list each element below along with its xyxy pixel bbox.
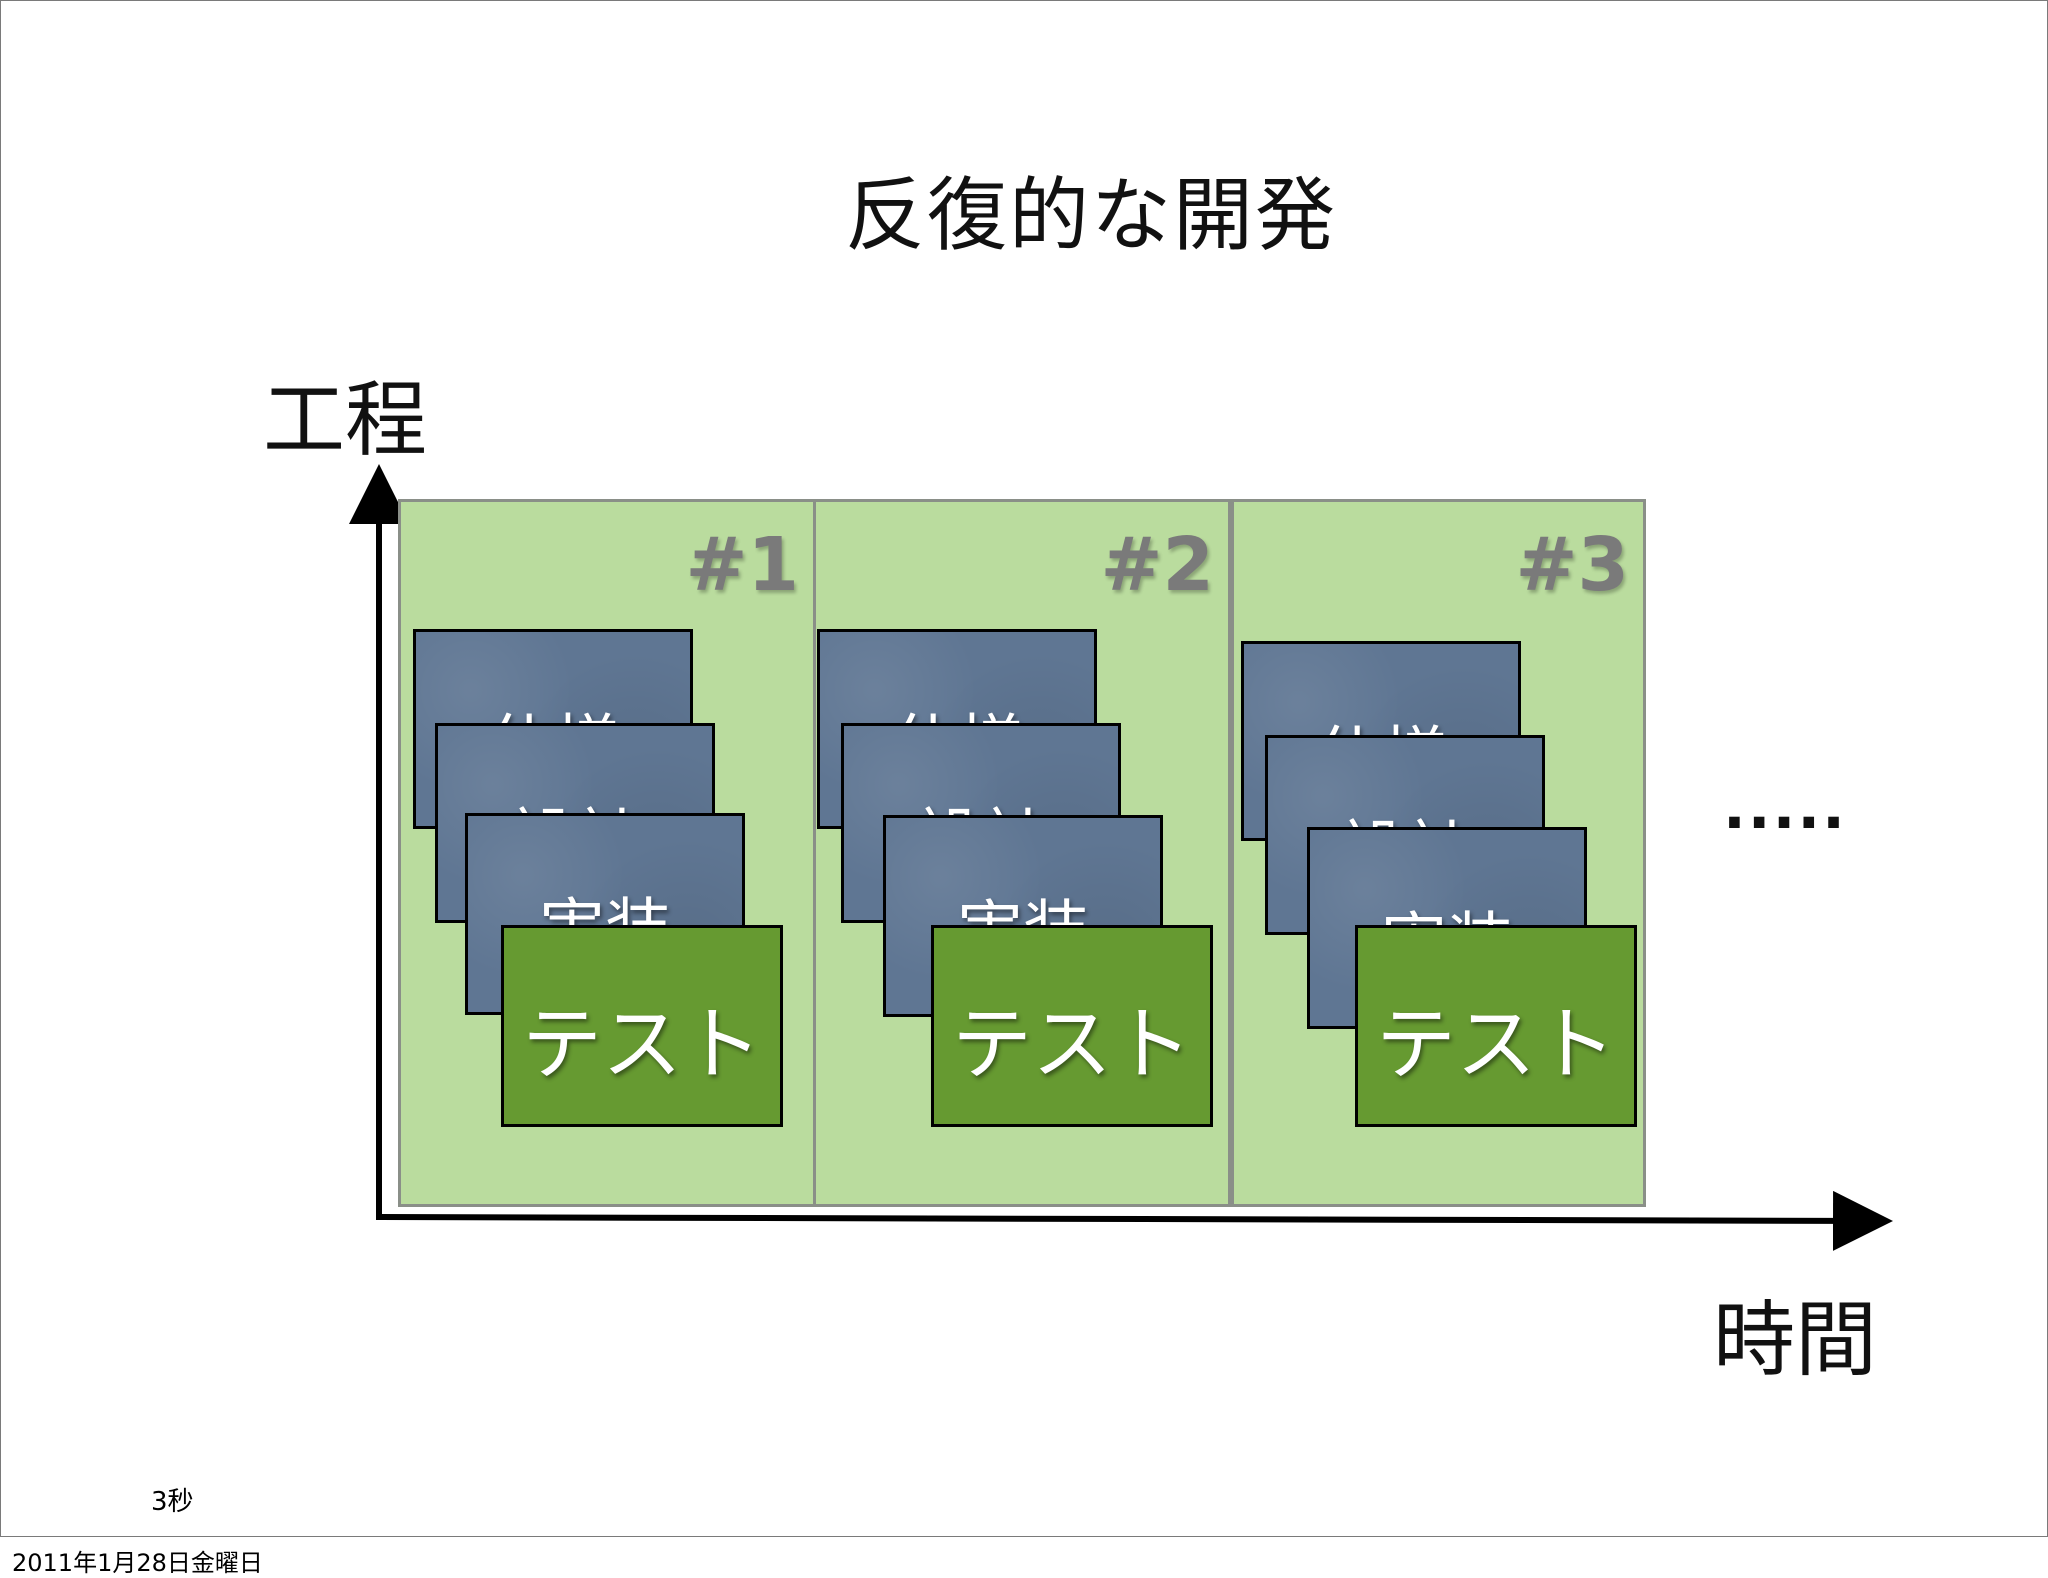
slide-title: 反復的な開発: [845, 169, 1337, 262]
card-label: テスト: [1376, 998, 1616, 1091]
card-test: テスト: [931, 925, 1213, 1127]
continuation-ellipsis: .....: [1723, 773, 1847, 843]
iteration-label: #3: [1515, 522, 1630, 608]
y-axis-label: 工程: [263, 373, 428, 468]
axes: [349, 464, 1893, 1251]
x-axis-label: 時間: [1713, 1293, 1878, 1388]
footer-date: 2011年1月28日金曜日: [12, 1549, 263, 1577]
footer: 2011年1月28日金曜日: [0, 1537, 2048, 1577]
iteration-label: #1: [685, 522, 800, 608]
card-label: テスト: [522, 998, 762, 1091]
card-test: テスト: [501, 925, 783, 1127]
card-test: テスト: [1355, 925, 1637, 1127]
card-label: テスト: [952, 998, 1192, 1091]
slide: 反復的な開発 工程 #1 #2 #3 仕様 設計 実装 テスト 仕様 設計 実装…: [0, 0, 2048, 1537]
iteration-label: #2: [1100, 522, 1215, 608]
slide-note: 3秒: [151, 1487, 194, 1517]
x-axis: [375, 1190, 1893, 1251]
